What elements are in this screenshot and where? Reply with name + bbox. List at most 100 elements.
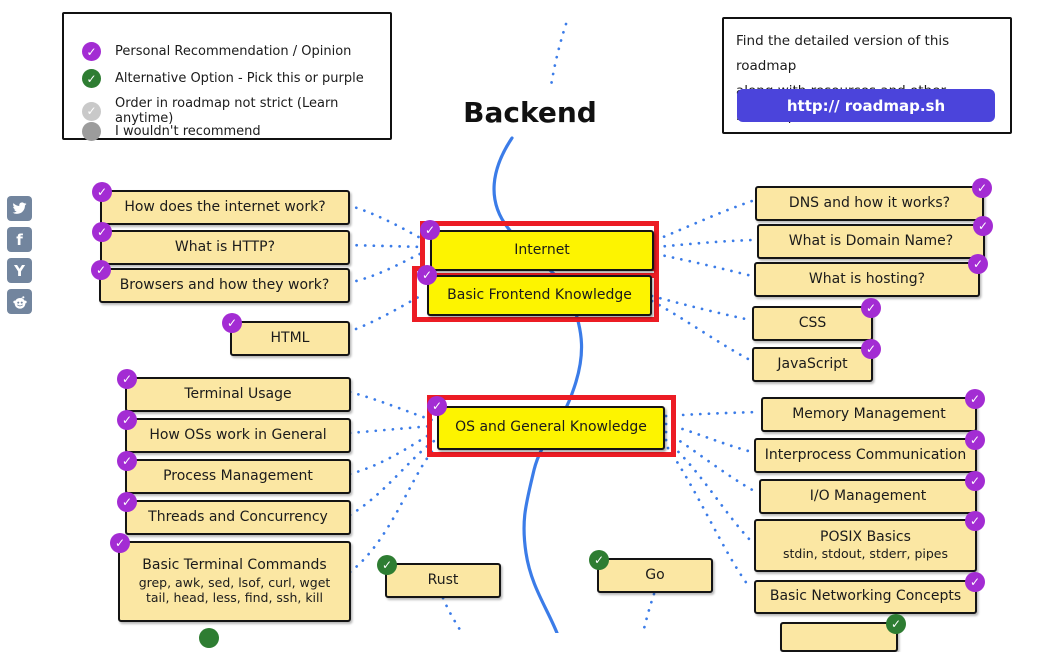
green-check-icon — [199, 628, 219, 648]
node-label: Go — [645, 566, 665, 583]
green-check-icon: ✓ — [82, 69, 101, 88]
facebook-share-button[interactable]: f — [7, 227, 32, 252]
purple-check-icon: ✓ — [427, 396, 447, 416]
node-sublabel: grep, awk, sed, lsof, curl, wget — [138, 574, 331, 590]
node-label: I/O Management — [809, 487, 927, 504]
hackernews-icon: Y — [14, 261, 25, 280]
node-label: Basic Terminal Commands — [142, 557, 327, 574]
node-how-os-work[interactable]: ✓ How OSs work in General — [117, 410, 351, 453]
twitter-icon — [12, 202, 27, 214]
legend-item: ✓ Alternative Option - Pick this or purp… — [82, 69, 364, 88]
node-label: JavaScript — [777, 355, 848, 372]
hackernews-share-button[interactable]: Y — [7, 258, 32, 283]
reddit-share-button[interactable] — [7, 289, 32, 314]
node-rust[interactable]: ✓ Rust — [377, 555, 501, 598]
legend-label: I wouldn't recommend — [115, 124, 261, 139]
social-rail: f Y — [7, 196, 32, 314]
node-sublabel: tail, head, less, find, ssh, kill — [146, 590, 323, 606]
node-basic-terminal-commands[interactable]: ✓ Basic Terminal Commands grep, awk, sed… — [110, 533, 351, 622]
node-label: What is Domain Name? — [788, 232, 954, 249]
node-label: How OSs work in General — [149, 426, 327, 443]
purple-check-icon: ✓ — [92, 182, 112, 202]
purple-check-icon: ✓ — [117, 451, 137, 471]
node-label: POSIX Basics — [820, 528, 911, 545]
node-label: HTML — [270, 329, 310, 346]
node-os-general-knowledge[interactable]: ✓ OS and General Knowledge — [427, 396, 665, 450]
legend-item: ✓ Personal Recommendation / Opinion — [82, 42, 351, 61]
node-html[interactable]: ✓ HTML — [222, 313, 350, 356]
node-label: CSS — [798, 314, 827, 331]
node-javascript[interactable]: ✓ JavaScript — [752, 339, 881, 382]
info-box: Find the detailed version of this roadma… — [722, 17, 1012, 134]
node-basic-frontend-knowledge[interactable]: ✓ Basic Frontend Knowledge — [417, 265, 652, 316]
node-label: Basic Networking Concepts — [769, 588, 962, 605]
node-what-is-http[interactable]: ✓ What is HTTP? — [92, 222, 350, 265]
legend-label: Personal Recommendation / Opinion — [115, 44, 352, 59]
gray-check-icon: ✓ — [82, 101, 101, 121]
node-label: Process Management — [163, 467, 313, 484]
purple-check-icon: ✓ — [117, 410, 137, 430]
purple-check-icon: ✓ — [417, 265, 437, 285]
facebook-icon: f — [16, 230, 23, 249]
node-interprocess-communication[interactable]: ✓ Interprocess Communication — [754, 430, 985, 473]
purple-check-icon: ✓ — [965, 471, 985, 491]
green-check-icon: ✓ — [589, 550, 609, 570]
node-browsers[interactable]: ✓ Browsers and how they work? — [91, 260, 350, 303]
legend-item: I wouldn't recommend — [82, 122, 261, 141]
green-check-icon: ✓ — [377, 555, 397, 575]
gray-dot-icon — [82, 122, 101, 141]
node-threads-concurrency[interactable]: ✓ Threads and Concurrency — [117, 492, 351, 535]
roadmap-link-button[interactable]: http:// roadmap.sh — [737, 89, 995, 122]
purple-check-icon: ✓ — [968, 254, 988, 274]
purple-check-icon: ✓ — [117, 369, 137, 389]
node-label: Browsers and how they work? — [119, 276, 330, 293]
purple-check-icon: ✓ — [965, 430, 985, 450]
node-terminal-usage[interactable]: ✓ Terminal Usage — [117, 369, 351, 412]
node-css[interactable]: ✓ CSS — [752, 298, 881, 341]
purple-check-icon: ✓ — [965, 572, 985, 592]
node-internet[interactable]: ✓ Internet — [420, 220, 654, 271]
node-label: DNS and how it works? — [788, 194, 951, 211]
node-label: Internet — [514, 241, 570, 258]
node-label: Threads and Concurrency — [148, 508, 328, 525]
node-label: How does the internet work? — [124, 198, 326, 215]
legend-box: ✓ Personal Recommendation / Opinion ✓ Al… — [62, 12, 392, 141]
node-go[interactable]: ✓ Go — [589, 550, 713, 593]
reddit-icon — [12, 295, 27, 309]
legend-label: Order in roadmap not strict (Learn anyti… — [115, 96, 339, 126]
node-hosting[interactable]: ✓ What is hosting? — [754, 254, 988, 297]
node-posix-basics[interactable]: ✓ POSIX Basics stdin, stdout, stderr, pi… — [754, 511, 985, 572]
node-label: Memory Management — [792, 405, 946, 422]
node-dns[interactable]: ✓ DNS and how it works? — [755, 178, 992, 221]
page-title: Backend — [463, 96, 597, 129]
node-label: What is hosting? — [808, 270, 926, 287]
purple-check-icon: ✓ — [973, 216, 993, 236]
node-memory-management[interactable]: ✓ Memory Management — [761, 389, 985, 432]
twitter-share-button[interactable] — [7, 196, 32, 221]
legend-label: Alternative Option - Pick this or purple — [115, 71, 364, 86]
node-how-does-internet-work[interactable]: ✓ How does the internet work? — [92, 182, 350, 225]
node-io-management[interactable]: ✓ I/O Management — [759, 471, 985, 514]
purple-check-icon: ✓ — [965, 389, 985, 409]
purple-check-icon: ✓ — [861, 339, 881, 359]
node-domain-name[interactable]: ✓ What is Domain Name? — [757, 216, 993, 259]
node-basic-networking-concepts[interactable]: ✓ Basic Networking Concepts — [754, 572, 985, 614]
node-label: Interprocess Communication — [764, 446, 967, 463]
green-check-icon: ✓ — [886, 614, 906, 634]
node-process-management[interactable]: ✓ Process Management — [117, 451, 351, 494]
purple-check-icon: ✓ — [861, 298, 881, 318]
node-label: OS and General Knowledge — [455, 419, 647, 436]
connector-lines — [346, 22, 760, 633]
legend-item: ✓ Order in roadmap not strict (Learn any… — [82, 96, 390, 126]
purple-check-icon: ✓ — [965, 511, 985, 531]
purple-check-icon: ✓ — [222, 313, 242, 333]
purple-check-icon: ✓ — [420, 220, 440, 240]
node-partial-bottom-right[interactable]: ✓ — [780, 614, 906, 652]
purple-check-icon: ✓ — [91, 260, 111, 280]
node-sublabel: stdin, stdout, stderr, pipes — [782, 546, 949, 562]
purple-check-icon: ✓ — [972, 178, 992, 198]
purple-check-icon: ✓ — [92, 222, 112, 242]
node-label: Terminal Usage — [184, 385, 292, 402]
info-line1: Find the detailed version of this roadma… — [736, 33, 950, 74]
purple-check-icon: ✓ — [117, 492, 137, 512]
